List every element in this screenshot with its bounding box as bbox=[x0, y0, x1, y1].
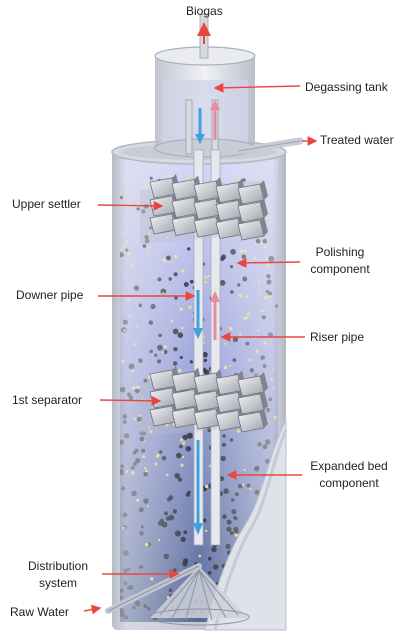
label-distribution-line2: system bbox=[38, 576, 77, 590]
callout-degassing-tank bbox=[213, 82, 301, 93]
label-polishing-line1: Polishing bbox=[315, 245, 365, 259]
label-treated-water: Treated water bbox=[320, 133, 394, 147]
callout-polishing-component bbox=[236, 257, 301, 268]
label-biogas: Biogas bbox=[186, 4, 223, 18]
label-expanded-line2: component bbox=[319, 476, 379, 490]
label-downer-pipe: Downer pipe bbox=[16, 288, 84, 302]
callout-first-separator bbox=[99, 395, 162, 406]
upper-settler bbox=[140, 174, 268, 244]
label-expanded-bed-component: Expanded bed component bbox=[302, 459, 396, 490]
label-polishing-component: Polishing component bbox=[300, 245, 380, 276]
callout-arrows bbox=[83, 82, 318, 615]
first-separator bbox=[140, 366, 268, 436]
label-raw-water: Raw Water bbox=[10, 605, 69, 619]
label-riser-pipe: Riser pipe bbox=[310, 330, 365, 344]
label-polishing-line2: component bbox=[310, 262, 370, 276]
flow-arrows bbox=[193, 22, 220, 535]
label-distribution-line1: Distribution bbox=[27, 559, 89, 573]
label-distribution-system: Distribution system bbox=[18, 559, 98, 590]
degassing-tank bbox=[154, 13, 256, 158]
label-expanded-line1: Expanded bed bbox=[310, 459, 388, 473]
callout-upper-settler bbox=[97, 200, 164, 211]
label-upper-settler: Upper settler bbox=[12, 197, 81, 211]
distribution-system bbox=[105, 563, 250, 626]
callout-raw-water bbox=[83, 604, 102, 615]
central-pipes bbox=[193, 149, 221, 546]
label-first-separator: 1st separator bbox=[12, 393, 83, 407]
label-degassing-tank: Degassing tank bbox=[305, 80, 388, 94]
